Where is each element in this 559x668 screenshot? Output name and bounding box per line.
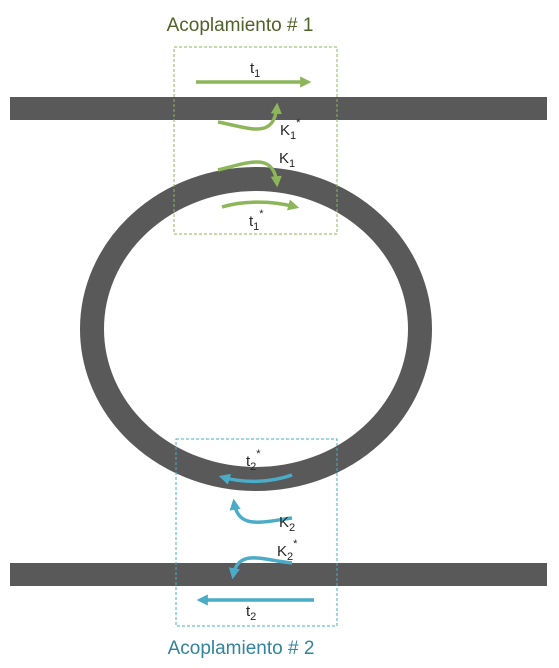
- coupler-1-title: Acoplamiento # 1: [167, 15, 314, 36]
- ring-resonator: [80, 167, 432, 491]
- k2-star-label: K2*: [277, 538, 298, 563]
- t2-star-arrow: [218, 473, 293, 485]
- k2-arrow: [229, 498, 293, 524]
- k1-label: K1: [279, 150, 295, 170]
- bottom-waveguide: [10, 563, 547, 586]
- k2-label: K2: [279, 514, 295, 534]
- t1-star-arrow: [221, 199, 300, 211]
- coupler-2-title: Acoplamiento # 2: [168, 638, 315, 659]
- coupler-2-region: [175, 438, 338, 627]
- k2-star-arrow: [228, 556, 293, 580]
- t2-star-label: t2*: [246, 448, 261, 473]
- coupler-1-region: [173, 46, 338, 235]
- k1-star-arrow: [217, 102, 282, 131]
- k1-arrow: [217, 160, 282, 188]
- k1-star-label: K1*: [280, 117, 301, 142]
- t1-star-label: t1*: [249, 208, 264, 233]
- t1-label: t1: [250, 60, 260, 80]
- t2-label: t2: [246, 603, 256, 623]
- top-waveguide: [10, 97, 547, 120]
